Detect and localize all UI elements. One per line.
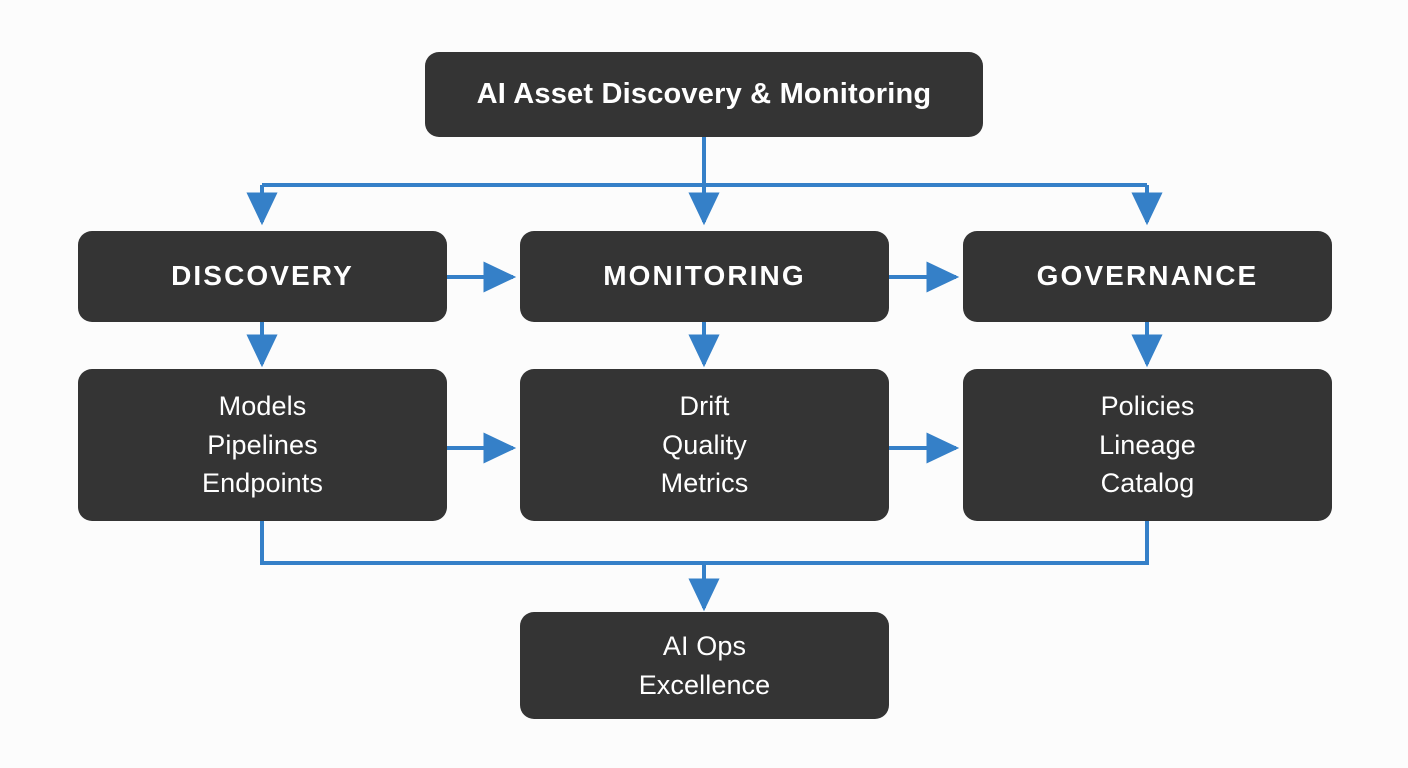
node-detail-discovery-line-1: Models (218, 391, 307, 422)
node-detail-discovery[interactable]: Models Pipelines Endpoints (78, 369, 447, 521)
node-detail-governance[interactable]: Policies Lineage Catalog (963, 369, 1332, 521)
node-stage-discovery[interactable]: DISCOVERY (78, 231, 447, 322)
node-stage-governance-label: GOVERNANCE (1036, 260, 1259, 292)
node-detail-monitoring-line-3: Metrics (660, 468, 749, 499)
node-detail-governance-line-3: Catalog (1100, 468, 1195, 499)
node-detail-monitoring-line-1: Drift (679, 391, 730, 422)
node-stage-monitoring[interactable]: MONITORING (520, 231, 889, 322)
node-detail-governance-line-2: Lineage (1099, 429, 1196, 460)
node-root[interactable]: AI Asset Discovery & Monitoring (425, 52, 983, 137)
node-detail-monitoring-line-2: Quality (662, 429, 747, 460)
node-outcome-line-2: Excellence (638, 669, 771, 700)
node-stage-governance[interactable]: GOVERNANCE (963, 231, 1332, 322)
node-detail-governance-line-1: Policies (1100, 391, 1195, 422)
node-root-label: AI Asset Discovery & Monitoring (476, 77, 932, 110)
node-detail-monitoring[interactable]: Drift Quality Metrics (520, 369, 889, 521)
edge-details-to-outcome (260, 521, 1149, 612)
node-stage-discovery-label: DISCOVERY (171, 260, 354, 292)
node-outcome-line-1: AI Ops (662, 631, 747, 661)
edge-root-to-bus (262, 137, 1147, 187)
node-detail-discovery-line-3: Endpoints (202, 468, 323, 499)
node-stage-monitoring-label: MONITORING (603, 260, 806, 292)
node-outcome[interactable]: AI Ops Excellence (520, 612, 889, 719)
node-detail-discovery-line-2: Pipelines (207, 429, 318, 460)
